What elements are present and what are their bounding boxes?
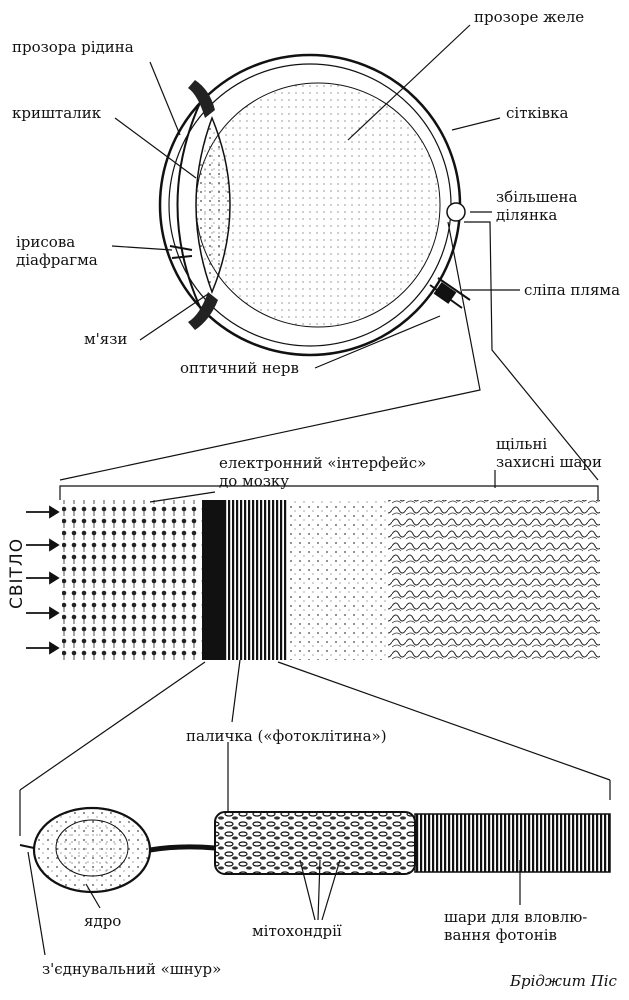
lens-shape (195, 115, 231, 295)
eye-leader-lines (111, 24, 520, 369)
iris-shape (169, 245, 193, 259)
zoom-connectors (59, 221, 599, 481)
cord-right (149, 844, 216, 853)
label-nucleus: ядро (84, 912, 122, 930)
label-optic-nerve: оптичний нерв (180, 359, 299, 377)
label-rod: паличка («фотоклітина») (186, 727, 387, 745)
label-connecting-cord: з'єднувальний «шнур» (42, 960, 222, 978)
credit: Бріджит Піс (510, 972, 617, 990)
label-lens: кришталик (12, 104, 102, 122)
ciliary-muscle-bottom (188, 292, 218, 330)
retina-speckle-layer (288, 500, 388, 660)
retina-section (59, 485, 600, 660)
label-light: СВІТЛО (7, 537, 27, 609)
label-clear-fluid: прозора рідина (12, 38, 134, 56)
blind-spot-mark (433, 282, 457, 304)
retina-bracket (59, 485, 599, 500)
cornea (176, 91, 206, 319)
label-interface: електронний «інтерфейс» до мозку (219, 454, 427, 490)
rod-inner-segment (214, 811, 416, 875)
eyeball (158, 53, 471, 357)
label-photon-layers: шари для вловлю- вання фотонів (444, 908, 588, 944)
nucleus-core (55, 819, 129, 877)
retina-rod-layer (224, 500, 288, 660)
vitreous-body (195, 82, 441, 328)
label-mitochondria: мітохондрії (252, 922, 342, 940)
label-protective-layers: щільні захисні шари (496, 435, 603, 471)
rod-zoom-connectors (19, 661, 611, 836)
enlarged-area-circle (446, 202, 466, 222)
cord-left (19, 844, 35, 849)
light-arrows (26, 505, 60, 655)
retina-protective-layer (388, 500, 600, 660)
rod-leader-lines (27, 851, 521, 956)
label-iris: ірисова діафрагма (16, 233, 98, 269)
ciliary-muscle-top (188, 80, 215, 118)
retina-dark-layer (202, 500, 224, 660)
retina-leader-lines (149, 470, 496, 723)
rod-outer-segment (414, 813, 611, 873)
label-vitreous: прозоре желе (474, 8, 585, 26)
retina-nerve-layer (62, 500, 202, 660)
label-retina: сітківка (506, 104, 569, 122)
label-enlarged-area: збільшена ділянка (496, 188, 578, 224)
rod-cell (19, 806, 611, 894)
label-blind-spot: сліпа пляма (524, 281, 621, 299)
label-muscles: м'язи (84, 330, 128, 348)
